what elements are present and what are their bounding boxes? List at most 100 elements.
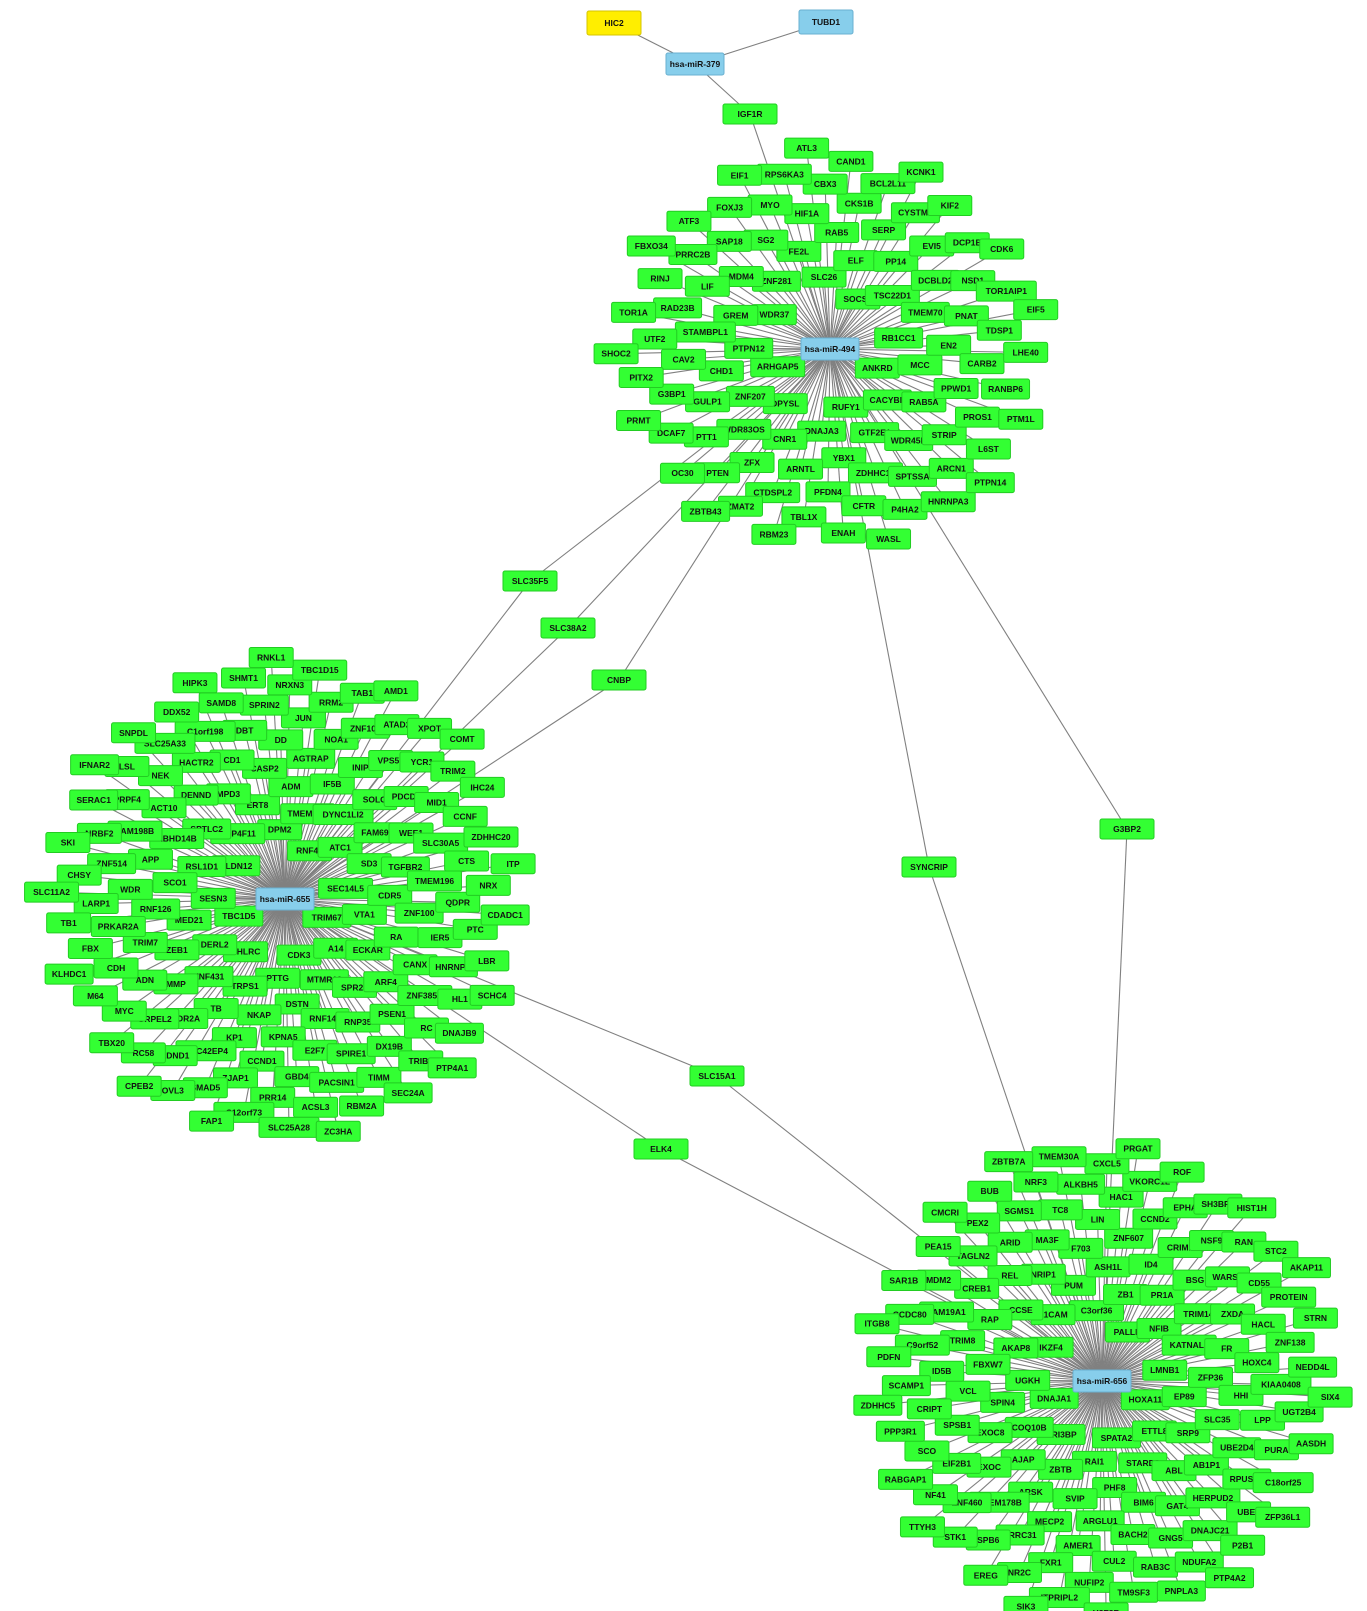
gene-node-arcn1[interactable]: ARCN1	[928, 457, 974, 479]
gene-node-app[interactable]: APP	[127, 848, 173, 870]
gene-node-id4[interactable]: ID4	[1128, 1253, 1174, 1275]
gene-node-c18orf25[interactable]: C18orf25	[1252, 1472, 1314, 1494]
gene-node-sg2[interactable]: SG2	[743, 229, 789, 251]
gene-node-vcl[interactable]: VCL	[945, 1380, 991, 1402]
gene-node-trim2[interactable]: TRIM2	[430, 760, 476, 782]
gene-node-dnajb9[interactable]: DNAJB9	[434, 1022, 484, 1044]
gene-node-slc30a5[interactable]: SLC30A5	[413, 832, 469, 854]
gene-node-dnaja1[interactable]: DNAJA1	[1029, 1387, 1079, 1409]
gene-node-l6st[interactable]: L6ST	[965, 438, 1011, 460]
shared-node-syncrip[interactable]: SYNCRIP	[901, 856, 957, 878]
mirna-node-mir655[interactable]: hsa-miR-655	[255, 887, 315, 911]
gene-node-ra[interactable]: RA	[373, 926, 419, 948]
gene-node-sap18[interactable]: SAP18	[706, 230, 752, 252]
gene-node-stc2[interactable]: STC2	[1253, 1240, 1299, 1262]
gene-node-akap11[interactable]: AKAP11	[1281, 1257, 1331, 1279]
gene-node-sprin2[interactable]: SPRIN2	[239, 694, 289, 716]
gene-node-ash1l[interactable]: ASH1L	[1085, 1256, 1131, 1278]
gene-node-mdm2[interactable]: MDM2	[916, 1269, 962, 1291]
gene-node-ppp3r1[interactable]: PPP3R1	[875, 1420, 925, 1442]
shared-node-slc35f5[interactable]: SLC35F5	[502, 570, 558, 592]
gene-node-creb1[interactable]: CREB1	[954, 1277, 1000, 1299]
gene-node-strip[interactable]: STRIP	[921, 424, 967, 446]
gene-node-tmem70[interactable]: TMEM70	[900, 301, 950, 323]
gene-node-prgat[interactable]: PRGAT	[1115, 1138, 1161, 1160]
gene-node-ccnf[interactable]: CCNF	[442, 805, 488, 827]
gene-node-tmem30a[interactable]: TMEM30A	[1031, 1146, 1087, 1168]
gene-node-sgms1[interactable]: SGMS1	[996, 1200, 1042, 1222]
shared-node-slc15a1[interactable]: SLC15A1	[689, 1065, 745, 1087]
gene-node-hipk3[interactable]: HIPK3	[172, 672, 218, 694]
gene-node-cul2[interactable]: CUL2	[1091, 1550, 1137, 1572]
gene-node-ifnar2[interactable]: IFNAR2	[70, 754, 120, 776]
gene-node-samd8[interactable]: SAMD8	[198, 692, 244, 714]
gene-node-shmt1[interactable]: SHMT1	[221, 667, 267, 689]
gene-node-psen1[interactable]: PSEN1	[369, 1003, 415, 1025]
gene-node-pdfn[interactable]: PDFN	[866, 1346, 912, 1368]
gene-node-pea15[interactable]: PEA15	[915, 1235, 961, 1257]
gene-node-eif5[interactable]: EIF5	[1013, 299, 1059, 321]
gene-node-kcnk1[interactable]: KCNK1	[898, 161, 944, 183]
gene-node-rap[interactable]: RAP	[967, 1309, 1013, 1331]
gene-node-tmem196[interactable]: TMEM196	[406, 870, 462, 892]
gene-node-schc4[interactable]: SCHC4	[469, 984, 515, 1006]
shared-node-slc38a2[interactable]: SLC38A2	[540, 617, 596, 639]
gene-node-klhdc1[interactable]: KLHDC1	[44, 963, 94, 985]
gene-node-dd[interactable]: DD	[258, 729, 304, 751]
gene-node-nrf3[interactable]: NRF3	[1013, 1171, 1059, 1193]
gene-node-m64[interactable]: M64	[72, 985, 118, 1007]
gene-node-rinj[interactable]: RINJ	[637, 268, 683, 290]
gene-node-znf607[interactable]: ZNF607	[1104, 1227, 1154, 1249]
gene-node-svip[interactable]: SVIP	[1052, 1488, 1098, 1510]
gene-node-zfp36l1[interactable]: ZFP36L1	[1255, 1506, 1311, 1528]
gene-node-pfdn4[interactable]: PFDN4	[805, 481, 851, 503]
gene-node-pura[interactable]: PURA	[1253, 1439, 1299, 1461]
gene-node-nfib[interactable]: NFIB	[1136, 1318, 1182, 1340]
gene-node-zdhhc5[interactable]: ZDHHC5	[853, 1394, 903, 1416]
gene-node-adm[interactable]: ADM	[268, 776, 314, 798]
gene-node-cript[interactable]: CRIPT	[906, 1398, 952, 1420]
gene-node-ube2d4[interactable]: UBE2D4	[1212, 1437, 1262, 1459]
gene-node-carb2[interactable]: CARB2	[959, 353, 1005, 375]
gene-node-rab5[interactable]: RAB5	[814, 222, 860, 244]
gene-node-fbx[interactable]: FBX	[67, 938, 113, 960]
gene-node-cks1b[interactable]: CKS1B	[836, 192, 882, 214]
gene-node-prkar2a[interactable]: PRKAR2A	[90, 915, 146, 937]
gene-node-znf138[interactable]: ZNF138	[1265, 1331, 1315, 1353]
gene-node-zbtb43[interactable]: ZBTB43	[681, 500, 731, 522]
gene-node-shoc2[interactable]: SHOC2	[593, 343, 639, 365]
gene-node-arhgap5[interactable]: ARHGAP5	[750, 356, 806, 378]
gene-node-ptp4a2[interactable]: PTP4A2	[1205, 1567, 1255, 1589]
gene-node-ep89[interactable]: EP89	[1161, 1386, 1207, 1408]
gene-node-fap1[interactable]: FAP1	[189, 1110, 235, 1132]
gene-node-rsl1d1[interactable]: RSL1D1	[177, 855, 227, 877]
gene-node-kiaa0408[interactable]: KIAA0408	[1250, 1373, 1312, 1395]
gene-node-sec14l5[interactable]: SEC14L5	[318, 877, 374, 899]
gene-node-wdr[interactable]: WDR	[107, 878, 153, 900]
gene-node-amd1[interactable]: AMD1	[373, 680, 419, 702]
gene-node-aasdh[interactable]: AASDH	[1288, 1433, 1334, 1455]
gene-node-pitx2[interactable]: PITX2	[618, 366, 664, 388]
gene-node-rad23b[interactable]: RAD23B	[653, 297, 703, 319]
gene-node-ugkh[interactable]: UGKH	[1005, 1369, 1051, 1391]
gene-node-jun[interactable]: JUN	[280, 707, 326, 729]
gene-node-ihc24[interactable]: IHC24	[459, 776, 505, 798]
gene-node-rbm2a[interactable]: RBM2A	[339, 1095, 385, 1117]
gene-node-chsy[interactable]: CHSY	[56, 864, 102, 886]
gene-node-lbr[interactable]: LBR	[464, 950, 510, 972]
gene-node-pros1[interactable]: PROS1	[954, 406, 1000, 428]
gene-node-h3f3b[interactable]: H3F3B	[1083, 1602, 1129, 1611]
gene-node-tc8[interactable]: TC8	[1037, 1199, 1083, 1221]
gene-node-tdsp1[interactable]: TDSP1	[976, 319, 1022, 341]
gene-node-slc35[interactable]: SLC35	[1194, 1409, 1240, 1431]
gene-node-cts[interactable]: CTS	[444, 850, 490, 872]
gene-node-myo[interactable]: MYO	[747, 194, 793, 216]
gene-node-cav2[interactable]: CAV2	[661, 348, 707, 370]
gene-node-ttyh3[interactable]: TTYH3	[899, 1516, 945, 1538]
gene-node-lmnb1[interactable]: LMNB1	[1142, 1359, 1188, 1381]
gene-node-id5b[interactable]: ID5B	[919, 1360, 965, 1382]
gene-node-stambpl1[interactable]: STAMBPL1	[674, 321, 736, 343]
gene-node-en2[interactable]: EN2	[926, 334, 972, 356]
gene-node-cmcri[interactable]: CMCRI	[922, 1201, 968, 1223]
gene-node-agtrap[interactable]: AGTRAP	[286, 747, 336, 769]
